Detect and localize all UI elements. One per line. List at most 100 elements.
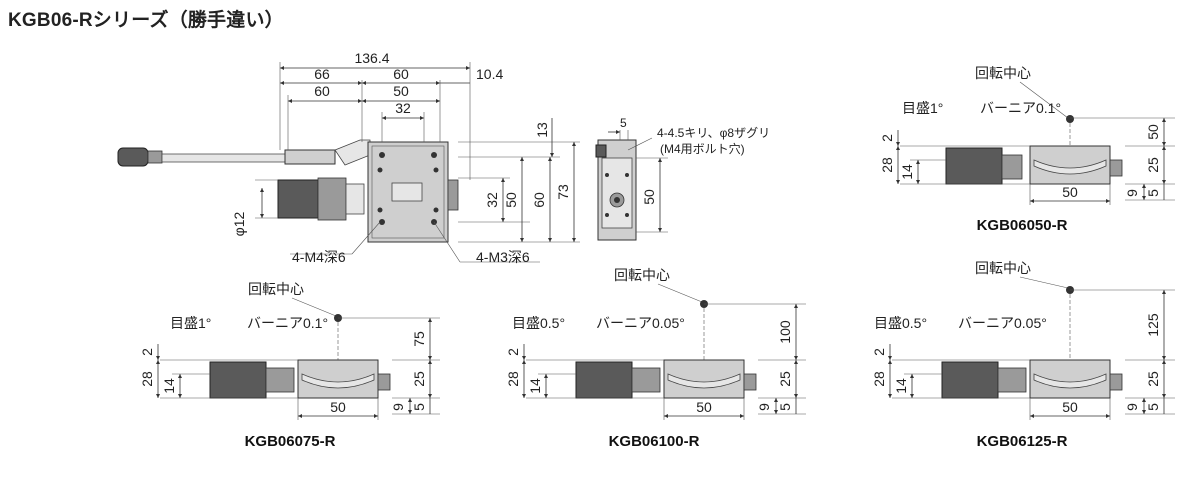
v2-rtop: 75 bbox=[411, 331, 427, 347]
variant-motor-2 bbox=[209, 361, 267, 399]
m4-hole-3 bbox=[377, 207, 383, 213]
variant-motor-4 bbox=[941, 361, 999, 399]
cable-clamp bbox=[334, 139, 371, 166]
v3-h2: 2 bbox=[505, 348, 521, 356]
variant-scale-arc-2 bbox=[301, 373, 375, 389]
stage-top-plate bbox=[371, 145, 445, 239]
page-title: KGB06-Rシリーズ（勝手違い） bbox=[8, 10, 284, 31]
m4-hole-1 bbox=[377, 167, 383, 173]
variant-coupling-4 bbox=[997, 367, 1027, 393]
v2-h2: 2 bbox=[139, 348, 155, 356]
dim-top-e: 50 bbox=[393, 83, 409, 99]
v3-r5: 5 bbox=[777, 403, 793, 411]
v3-r9: 9 bbox=[756, 403, 772, 411]
cable-bracket bbox=[284, 149, 336, 165]
dim-top-d: 60 bbox=[314, 83, 330, 99]
v2-h14: 14 bbox=[161, 378, 177, 394]
motor-housing bbox=[277, 179, 319, 219]
side-knob bbox=[447, 179, 459, 211]
vernier-label-1: バーニア0.1° bbox=[980, 100, 1061, 116]
scale-label-2: 目盛1° bbox=[170, 315, 211, 331]
side-note-2: (M4用ボルト穴) bbox=[660, 141, 745, 156]
variant-coupling-1 bbox=[1001, 154, 1023, 180]
v1-r5: 5 bbox=[1145, 189, 1161, 197]
scale-label-4: 目盛0.5° bbox=[874, 315, 927, 331]
m3-hole-2 bbox=[431, 152, 437, 158]
v2-w50: 50 bbox=[330, 399, 346, 415]
rot-center-label-2: 回転中心 bbox=[248, 281, 304, 297]
rot-center-label-4: 回転中心 bbox=[975, 260, 1031, 276]
side-dim-5: 5 bbox=[620, 116, 627, 130]
dim-top-total: 136.4 bbox=[354, 50, 389, 66]
motor-flange bbox=[317, 177, 347, 221]
variant-scale-arc-1 bbox=[1033, 159, 1107, 175]
v4-h28: 28 bbox=[871, 371, 887, 387]
v1-r9: 9 bbox=[1124, 189, 1140, 197]
dim-right-60: 60 bbox=[531, 192, 547, 208]
connector-plug bbox=[117, 147, 149, 167]
m3-hole-1 bbox=[379, 152, 385, 158]
dim-right-73: 73 bbox=[555, 184, 571, 200]
rot-center-label-1: 回転中心 bbox=[975, 65, 1031, 81]
dim-right-50: 50 bbox=[503, 192, 519, 208]
variant-kgb06100: 回転中心 目盛0.5° バーニア0.05° 2 28 14 50 100 25 … bbox=[505, 267, 806, 450]
stage-label-window bbox=[391, 182, 423, 202]
variant-motor-3 bbox=[575, 361, 633, 399]
vernier-label-4: バーニア0.05° bbox=[958, 315, 1047, 331]
variant-coupling-3 bbox=[631, 367, 661, 393]
variant-kgb06075: 回転中心 目盛1° バーニア0.1° 2 28 14 50 75 25 9 bbox=[139, 281, 440, 450]
model-label-1: KGB06050-R bbox=[977, 217, 1068, 234]
v1-rtop: 50 bbox=[1145, 124, 1161, 140]
vernier-label-3: バーニア0.05° bbox=[596, 315, 685, 331]
side-note-1: 4-4.5キリ、φ8ザグリ bbox=[657, 126, 770, 140]
v4-r9: 9 bbox=[1124, 403, 1140, 411]
m3-hole-3 bbox=[379, 219, 385, 225]
dim-right-13: 13 bbox=[534, 122, 550, 138]
callout-m4: 4-M4深6 bbox=[292, 249, 346, 265]
side-view: 5 50 4-4.5キリ、φ8ザグリ (M4用ボルト穴) bbox=[595, 116, 770, 241]
variant-scale-arc-3 bbox=[667, 373, 741, 389]
cable bbox=[161, 153, 286, 163]
variant-kgb06125: 回転中心 目盛0.5° バーニア0.05° 2 28 14 50 125 25 … bbox=[871, 260, 1175, 450]
variant-motor-1 bbox=[945, 147, 1003, 185]
v3-h14: 14 bbox=[527, 378, 543, 394]
vernier-label-2: バーニア0.1° bbox=[247, 315, 328, 331]
v1-h14: 14 bbox=[899, 164, 915, 180]
model-label-3: KGB06100-R bbox=[609, 433, 700, 450]
side-dim-50: 50 bbox=[641, 189, 657, 205]
v2-r5: 5 bbox=[411, 403, 427, 411]
model-label-4: KGB06125-R bbox=[977, 433, 1068, 450]
v3-r25: 25 bbox=[777, 371, 793, 387]
m4-hole-2 bbox=[433, 167, 439, 173]
v1-r25: 25 bbox=[1145, 157, 1161, 173]
main-top-view: 136.4 66 60 10.4 60 50 32 13 32 50 60 bbox=[117, 50, 580, 265]
dim-right-32: 32 bbox=[484, 192, 500, 208]
dim-top-b: 60 bbox=[393, 66, 409, 82]
v2-r25: 25 bbox=[411, 371, 427, 387]
v4-h2: 2 bbox=[871, 348, 887, 356]
v1-w50: 50 bbox=[1062, 184, 1078, 200]
v2-r9: 9 bbox=[390, 403, 406, 411]
v2-h28: 28 bbox=[139, 371, 155, 387]
dim-top-c: 10.4 bbox=[476, 66, 503, 82]
v4-h14: 14 bbox=[893, 378, 909, 394]
dim-phi12: φ12 bbox=[231, 211, 247, 236]
v3-h28: 28 bbox=[505, 371, 521, 387]
variant-scale-arc-4 bbox=[1033, 373, 1107, 389]
v4-rtop: 125 bbox=[1145, 313, 1161, 337]
rot-center-mark-1 bbox=[1066, 115, 1074, 123]
v1-h28: 28 bbox=[879, 157, 895, 173]
v4-w50: 50 bbox=[1062, 399, 1078, 415]
m4-hole-4 bbox=[433, 207, 439, 213]
scale-label-3: 目盛0.5° bbox=[512, 315, 565, 331]
dim-top-f: 32 bbox=[395, 100, 411, 116]
model-label-2: KGB06075-R bbox=[245, 433, 336, 450]
callout-m3: 4-M3深6 bbox=[476, 249, 530, 265]
v4-r25: 25 bbox=[1145, 371, 1161, 387]
connector-nut bbox=[147, 150, 163, 164]
variant-coupling-2 bbox=[265, 367, 295, 393]
v3-rtop: 100 bbox=[777, 320, 793, 344]
rot-center-label-3: 回転中心 bbox=[614, 267, 670, 283]
side-top-block bbox=[595, 144, 607, 158]
